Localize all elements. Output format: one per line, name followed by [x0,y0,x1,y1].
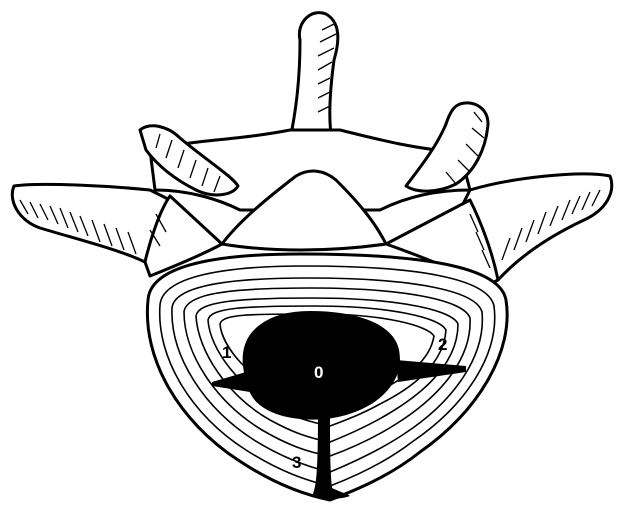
label-nucleus: 0 [314,363,323,382]
label-fissure-1: 1 [222,343,231,362]
label-fissure-2: 2 [438,335,447,354]
label-fissure-3: 3 [292,453,301,472]
spinous-process [290,13,338,140]
